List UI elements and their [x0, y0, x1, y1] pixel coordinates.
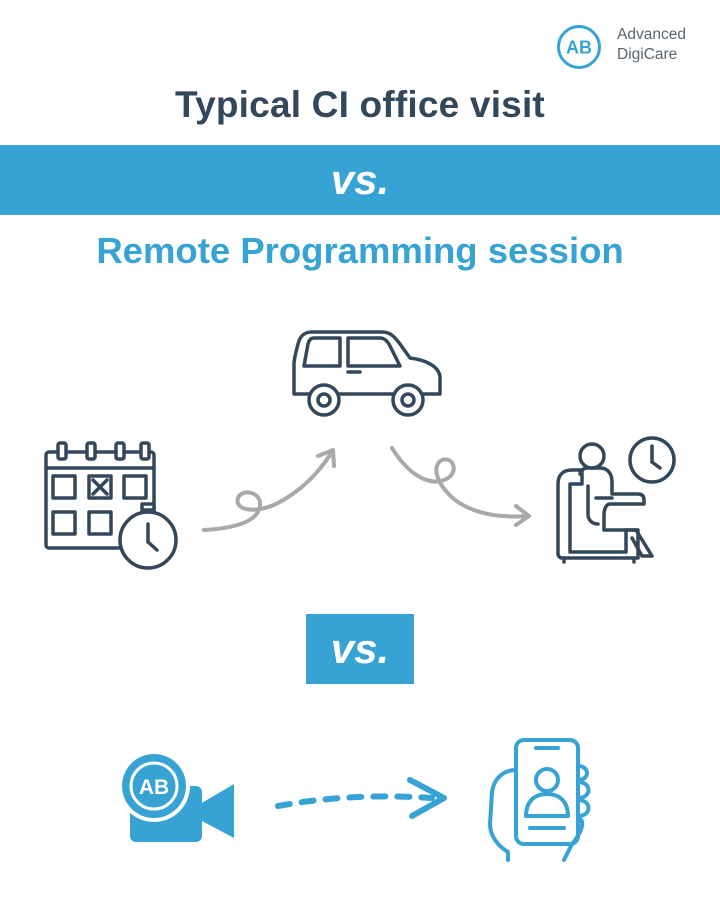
- heading-office-visit: Typical CI office visit: [175, 84, 545, 125]
- logo-mark: AB: [566, 38, 592, 58]
- waiting-room-chair-clock-icon: [556, 436, 676, 564]
- video-camera-ab-icon: AB: [118, 750, 234, 842]
- logo-line-1: Advanced: [617, 26, 686, 43]
- dashed-arrow: [275, 777, 447, 819]
- car-icon: [292, 330, 442, 417]
- brand-logo: AB Advanced DigiCare: [556, 22, 706, 72]
- ab-logo-icon: AB: [557, 25, 601, 69]
- logo-wordmark: Advanced DigiCare: [617, 25, 686, 65]
- curly-arrow-to-car: [202, 448, 336, 532]
- vs-box: vs.: [306, 614, 414, 684]
- calendar-stopwatch-icon: [44, 441, 178, 570]
- vs-box-label: vs.: [330, 625, 390, 672]
- hand-phone-contact-icon: [488, 738, 591, 862]
- camera-logo-mark: AB: [139, 776, 169, 799]
- vs-band: vs.: [0, 145, 720, 215]
- heading-remote-session: Remote Programming session: [96, 230, 624, 271]
- curly-arrow-to-waiting-room: [390, 446, 531, 527]
- logo-line-2: DigiCare: [617, 46, 678, 63]
- vs-band-label: vs.: [330, 156, 390, 203]
